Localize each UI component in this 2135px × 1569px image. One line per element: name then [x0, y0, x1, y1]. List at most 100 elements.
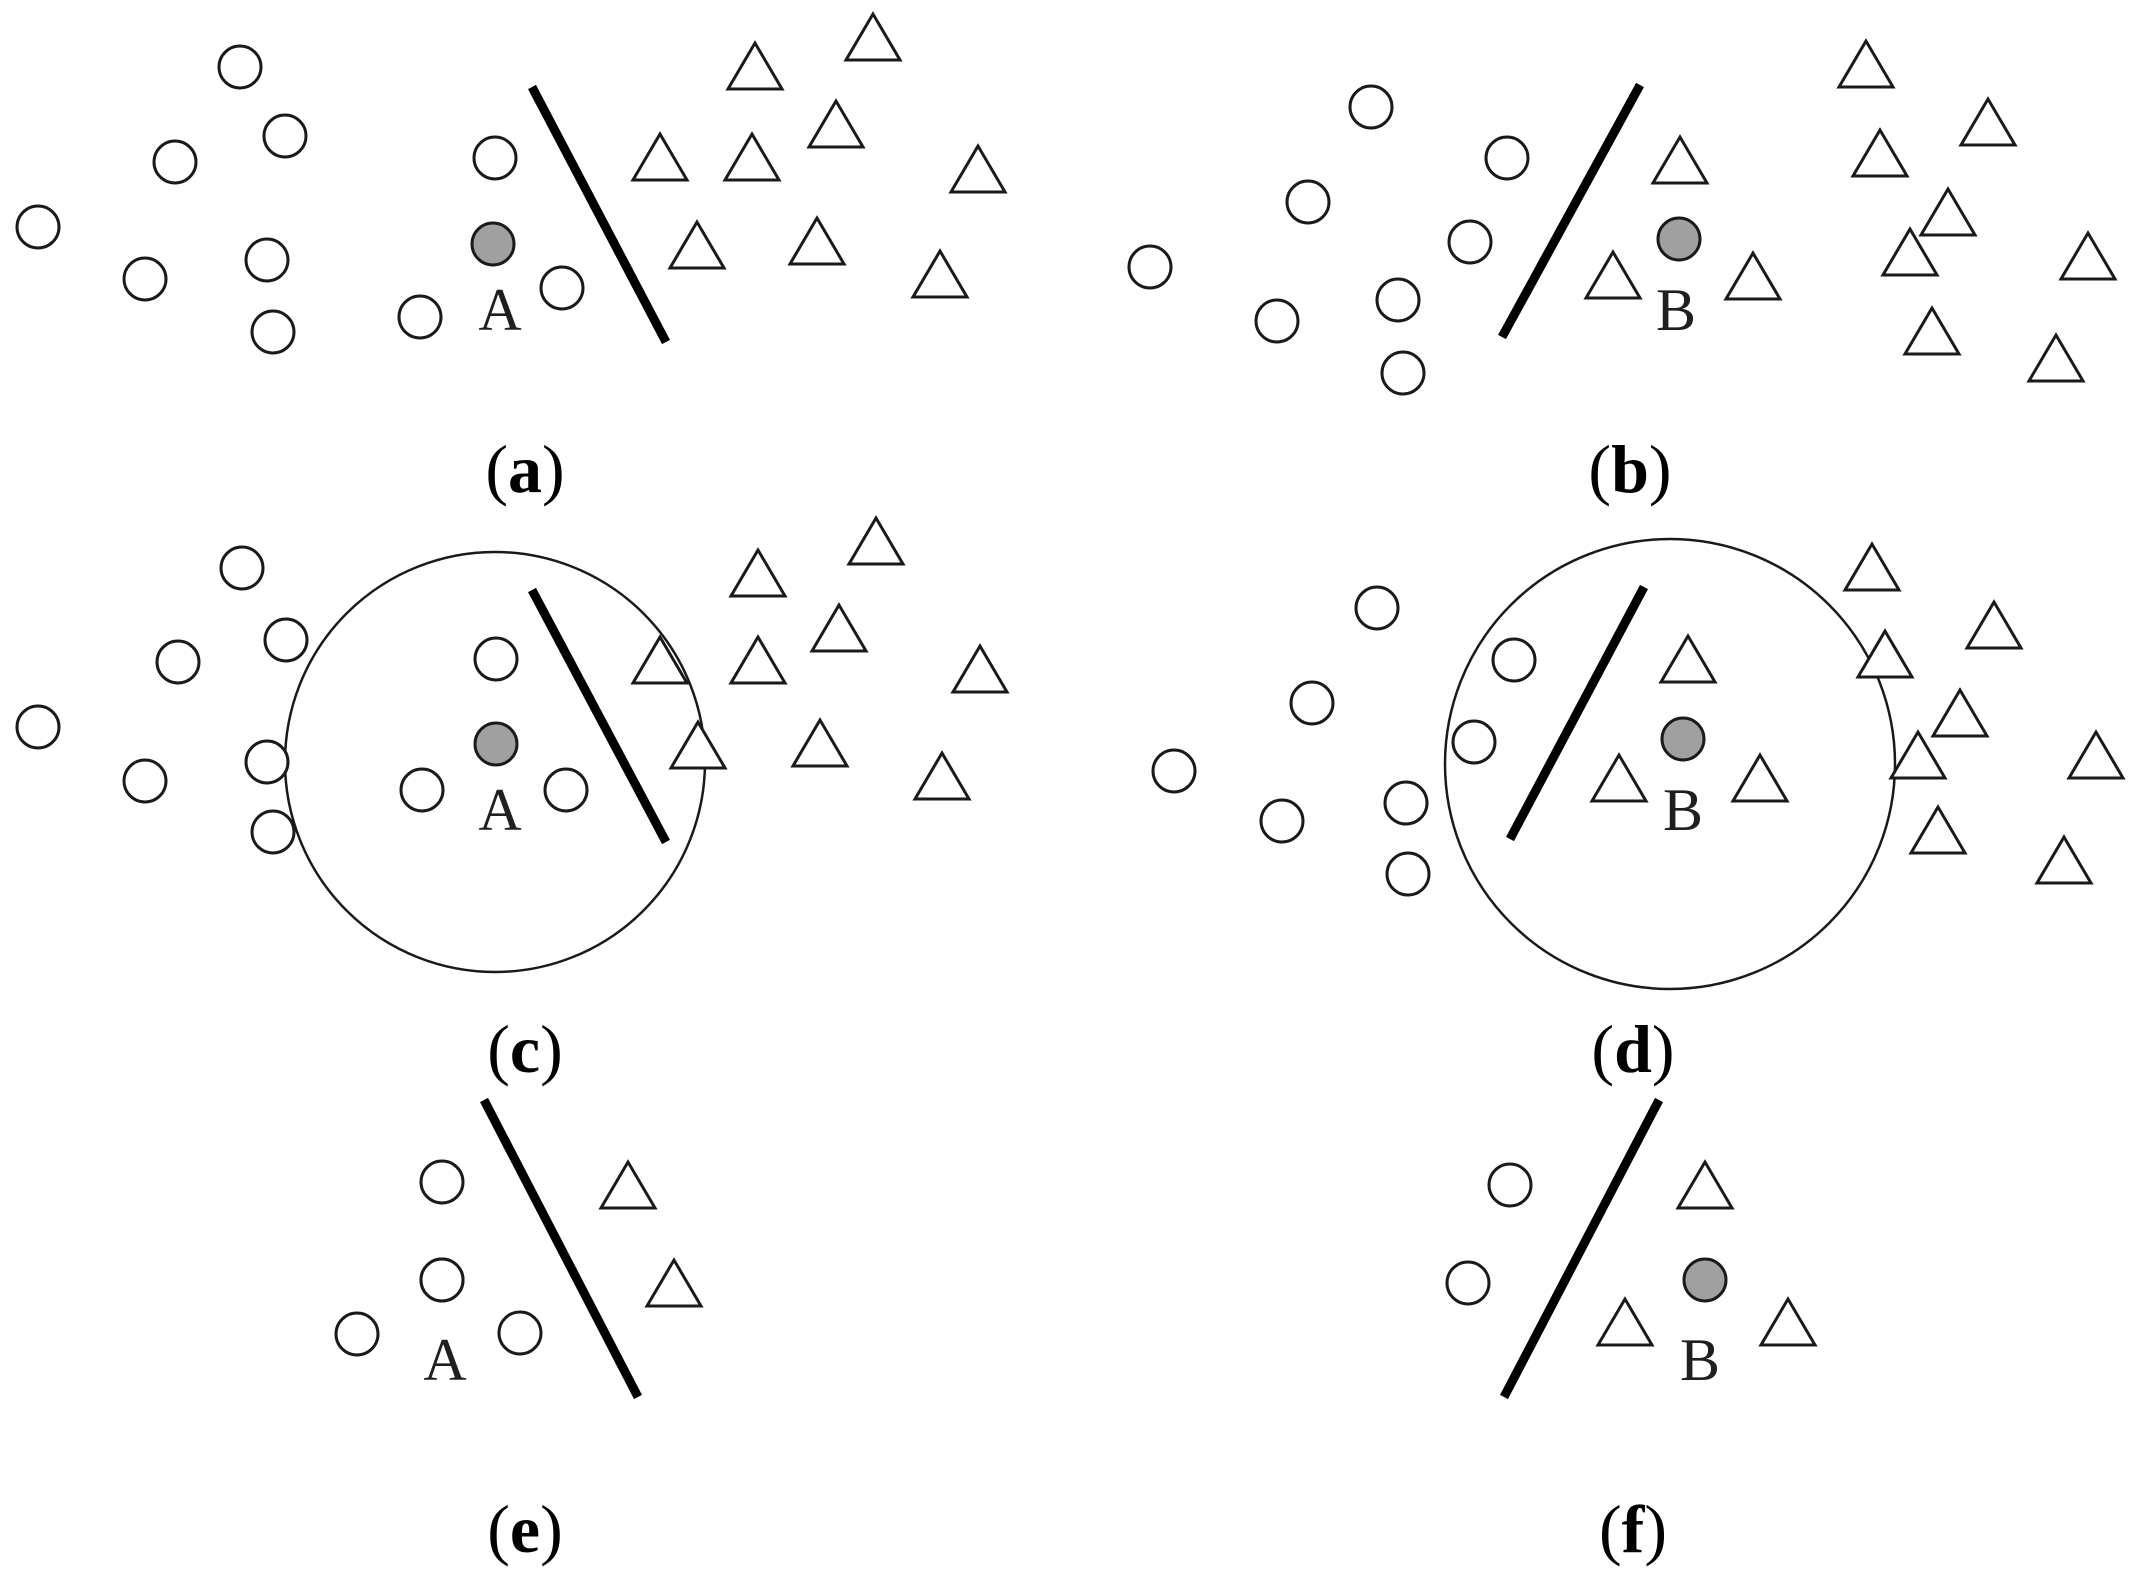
circle-class-point [1380, 350, 1426, 396]
circle-class-point [1385, 851, 1431, 897]
circle-class-point [1445, 1260, 1491, 1306]
triangle-class-point [843, 11, 903, 62]
panel-caption: (b) [1588, 431, 1671, 507]
query-point-label: A [423, 1327, 466, 1393]
triangle-class-point [1880, 226, 1940, 277]
circle-class-point [15, 704, 61, 750]
query-point-label: B [1680, 1327, 1720, 1393]
triangle-class-point [1595, 1296, 1655, 1347]
circle-class-point [155, 639, 201, 685]
triangle-class-point [722, 131, 782, 182]
circle-class-point [250, 309, 296, 355]
triangle-class-point [1758, 1296, 1818, 1347]
triangle-class-point [790, 717, 850, 768]
triangle-class-point [1908, 804, 1968, 855]
triangle-class-point [912, 750, 972, 801]
circle-class-point [397, 294, 443, 340]
triangle-class-point [668, 719, 728, 770]
triangle-class-point [1658, 633, 1718, 684]
circle-class-point [1375, 277, 1421, 323]
triangle-class-point [667, 219, 727, 270]
decision-boundary-line [528, 587, 670, 845]
triangle-class-point [2066, 729, 2126, 780]
query-point [1660, 716, 1706, 762]
circle-class-point [217, 44, 263, 90]
triangle-class-point [1888, 729, 1948, 780]
triangle-class-point [1583, 249, 1643, 300]
circle-class-point [262, 113, 308, 159]
triangle-class-point [1918, 186, 1978, 237]
query-point [1656, 216, 1702, 262]
triangle-class-point [1650, 134, 1710, 185]
circle-class-point [473, 636, 519, 682]
triangle-class-point [1842, 541, 1902, 592]
circle-class-point [244, 739, 290, 785]
panel-b: B (b) [1127, 38, 2118, 507]
panel-e: A (e) [334, 1097, 704, 1567]
triangle-class-point [1836, 38, 1896, 89]
circle-class-point [15, 204, 61, 250]
circle-class-point [1487, 1162, 1533, 1208]
decision-boundary-line [1498, 82, 1644, 340]
circle-class-point [1127, 244, 1173, 290]
panel-a: A (a) [15, 11, 1008, 507]
circle-class-point [1484, 135, 1530, 181]
triangle-class-point [846, 515, 906, 566]
circle-class-point [1285, 179, 1331, 225]
panel-caption: (f) [1599, 1491, 1667, 1567]
triangle-class-point [787, 215, 847, 266]
panel-caption: (d) [1591, 1011, 1674, 1087]
panel-c: A (c) [15, 515, 1010, 1087]
circle-class-point [263, 617, 309, 663]
decision-boundary-line [480, 1097, 642, 1400]
triangle-class-point [725, 40, 785, 91]
decision-boundary-line [1500, 1097, 1663, 1400]
circle-class-point [497, 1310, 543, 1356]
circle-class-point [1289, 680, 1335, 726]
triangle-class-point [1589, 752, 1649, 803]
circle-class-point [1151, 748, 1197, 794]
triangle-class-point [2058, 230, 2118, 281]
triangle-class-point [1855, 628, 1915, 679]
circle-class-point [419, 1257, 465, 1303]
circle-class-point [419, 1159, 465, 1205]
circle-class-point [1254, 298, 1300, 344]
panel-d: B (d) [1151, 537, 2126, 1087]
triangle-class-point [728, 547, 788, 598]
triangle-class-point [2034, 834, 2094, 885]
circle-class-point [122, 256, 168, 302]
circle-class-point [122, 758, 168, 804]
triangle-class-point [1902, 305, 1962, 356]
circle-class-point [152, 139, 198, 185]
circle-class-point [1348, 84, 1394, 130]
circle-class-point [219, 545, 265, 591]
triangle-class-point [1964, 599, 2024, 650]
circle-class-point [1491, 637, 1537, 683]
panel-f: B (f) [1445, 1097, 1818, 1567]
query-point [1682, 1257, 1728, 1303]
triangle-class-point [806, 98, 866, 149]
query-point-label: A [478, 777, 521, 843]
circle-class-point [1354, 585, 1400, 631]
triangle-class-point [2026, 332, 2086, 383]
neighborhood-circle [1443, 537, 1897, 991]
triangle-class-point [1675, 1159, 1735, 1210]
triangle-class-point [728, 634, 788, 685]
panel-caption: (a) [485, 431, 564, 507]
circle-class-point [543, 767, 589, 813]
query-point [470, 221, 516, 267]
decision-boundary-line [1506, 584, 1648, 842]
query-point-label: B [1663, 777, 1703, 843]
triangle-class-point [1930, 687, 1990, 738]
circle-class-point [399, 767, 445, 813]
triangle-class-point [910, 248, 970, 299]
panel-caption: (e) [487, 1491, 563, 1567]
panel-caption: (c) [487, 1011, 563, 1087]
circle-class-point [1383, 780, 1429, 826]
query-point [473, 721, 519, 767]
triangle-class-point [948, 143, 1008, 194]
triangle-class-point [630, 634, 690, 685]
triangle-class-point [630, 131, 690, 182]
triangle-class-point [1958, 96, 2018, 147]
